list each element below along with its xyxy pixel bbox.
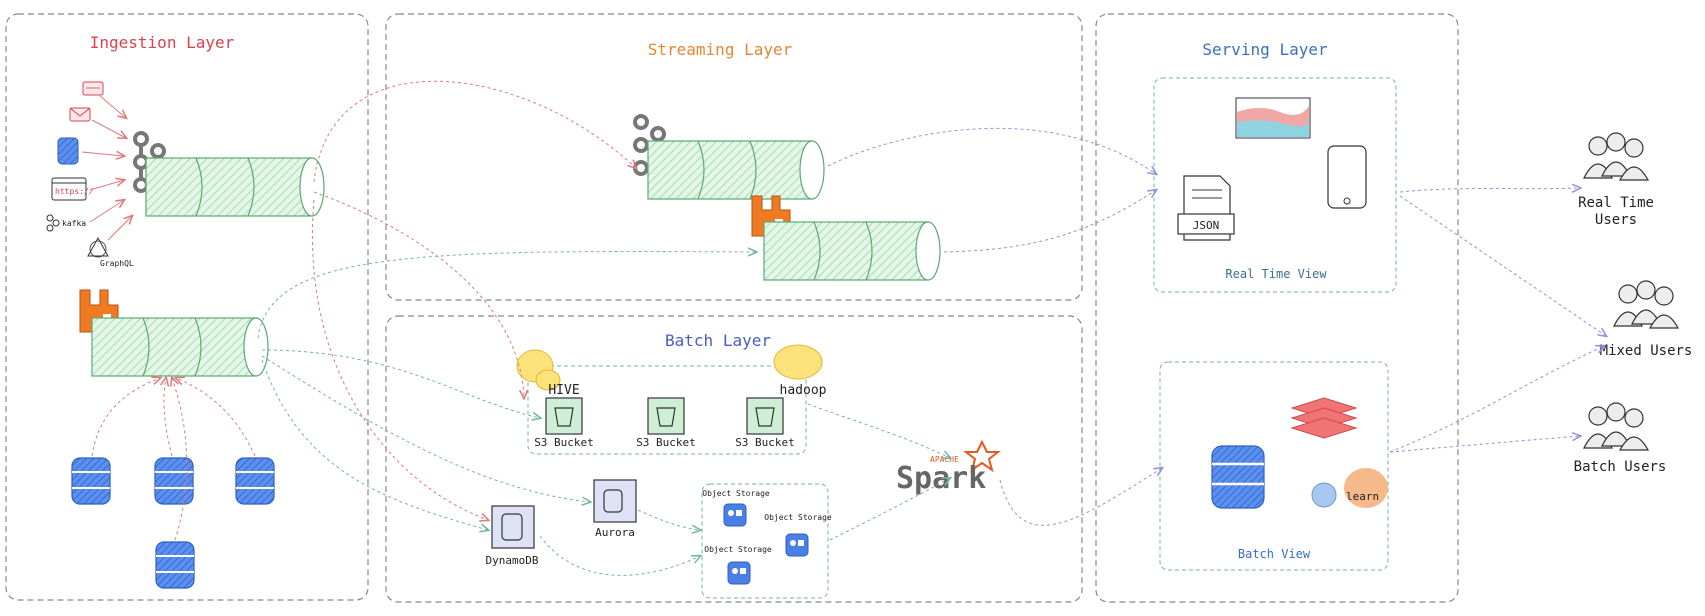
arrow-spark-to-batchview: [999, 468, 1162, 526]
sklearn-label: learn: [1346, 490, 1379, 503]
ftp-icon: [82, 81, 104, 96]
object-storage-label-2: Object Storage: [764, 513, 832, 522]
dynamodb-label: DynamoDB: [486, 554, 539, 567]
database-source-3: [235, 457, 275, 505]
db-to-rabbit-arrows: [91, 378, 256, 541]
spark-logo-text: Spark: [896, 461, 986, 496]
object-storage-icon-2: [785, 533, 809, 557]
batch-users-icon: [1583, 402, 1650, 451]
object-storage-icon-1: [723, 503, 747, 527]
email-icon: [69, 107, 91, 122]
object-storage-label-1: Object Storage: [702, 489, 770, 498]
arrow-rabbitstream-to-realtime: [943, 190, 1156, 253]
arrow-batchview-to-mixed: [1389, 346, 1604, 453]
hive-icon: [516, 349, 561, 391]
kafka-small-icon: [46, 214, 60, 232]
mixed-users-icon: [1613, 280, 1680, 329]
realtime-users-icon: [1583, 132, 1650, 181]
s3-bucket-icon-2: [647, 397, 685, 435]
streaming-layer-title: Streaming Layer: [648, 40, 793, 59]
s3-bucket-icon-3: [746, 397, 784, 435]
serving-database-icon: [1211, 445, 1265, 509]
arrow-dynamodb-to-object: [539, 535, 700, 576]
rabbitmq-stream-pipe: [763, 221, 941, 281]
arrow-rabbit-to-stream: [257, 252, 756, 339]
arrow-kafkastream-to-realtime: [827, 127, 1156, 174]
realtime-view-box: [1153, 77, 1397, 293]
hive-label: HIVE: [548, 383, 579, 398]
kafka-small-label: kafka: [62, 219, 86, 228]
aurora-label: Aurora: [595, 526, 635, 539]
database-source-icon: [57, 137, 79, 165]
browser-icon: [51, 177, 87, 201]
arrow-rabbit-to-s3: [261, 349, 540, 418]
graphql-label: GraphQL: [100, 259, 134, 268]
streaming-layer-box: [385, 13, 1083, 301]
hadoop-label: hadoop: [780, 383, 827, 398]
arrow-aurora-to-object: [637, 509, 700, 530]
arrow-kafka-to-hive: [313, 191, 524, 398]
https-label: https://: [55, 187, 94, 196]
batch-users-label: Batch Users: [1574, 459, 1667, 475]
mobile-phone-icon: [1327, 145, 1367, 209]
realtime-view-label: Real Time View: [1225, 267, 1327, 281]
realtime-users-label-2: Users: [1595, 212, 1637, 228]
arrow-kafka-to-stream: [313, 80, 636, 183]
rabbitmq-ingestion-pipe: [91, 317, 269, 377]
ingestion-layer-box: [5, 13, 369, 601]
object-storage-box: [701, 483, 829, 599]
realtime-users-label-1: Real Time: [1578, 195, 1654, 211]
spark-apache-label: APACHE: [930, 455, 959, 464]
arrow-realtime-to-rtusers: [1399, 188, 1580, 192]
arrow-hadoop-to-spark: [807, 403, 950, 458]
ingestion-layer-title: Ingestion Layer: [90, 33, 235, 52]
arrow-object-to-spark: [829, 478, 950, 541]
database-source-2: [154, 457, 194, 505]
arrow-batchview-to-batchusers: [1389, 436, 1580, 453]
sklearn-icon: [1311, 468, 1388, 508]
batch-view-label: Batch View: [1238, 547, 1311, 561]
spark-star-icon: [963, 439, 1001, 473]
serving-layer-title: Serving Layer: [1202, 40, 1328, 59]
arrow-rabbit-to-dynamodb: [261, 359, 488, 530]
object-storage-icon-3: [727, 561, 751, 585]
arrow-rabbit-to-aurora: [261, 355, 590, 502]
dynamodb-icon: [491, 505, 535, 549]
json-document-icon: [1177, 175, 1235, 241]
kafka-ingestion-pipe: [145, 157, 325, 217]
arrow-realtime-to-mixed: [1399, 195, 1606, 336]
database-source-1: [71, 457, 111, 505]
s3-bucket-label-2: S3 Bucket: [636, 436, 696, 449]
hadoop-elephant-icon: [773, 344, 823, 380]
s3-bucket-icon-1: [545, 397, 583, 435]
layers-stack-icon: [1290, 397, 1358, 439]
database-source-4: [155, 541, 195, 589]
batch-layer-title: Batch Layer: [665, 331, 771, 350]
aurora-icon: [593, 479, 637, 523]
arrow-kafka-to-dynamodb: [312, 199, 488, 520]
batch-layer-box: [385, 315, 1083, 603]
s3-bucket-label-1: S3 Bucket: [534, 436, 594, 449]
json-label: JSON: [1193, 219, 1220, 232]
s3-bucket-label-3: S3 Bucket: [735, 436, 795, 449]
batch-view-box: [1159, 361, 1389, 571]
object-storage-label-3: Object Storage: [704, 545, 772, 554]
kafka-stream-pipe: [647, 140, 825, 200]
dashboard-chart-icon: [1235, 97, 1311, 139]
graphql-icon: [87, 236, 109, 258]
source-arrows: [81, 95, 132, 241]
mixed-users-label: Mixed Users: [1600, 343, 1693, 359]
hadoop-cluster-box: [527, 365, 807, 455]
